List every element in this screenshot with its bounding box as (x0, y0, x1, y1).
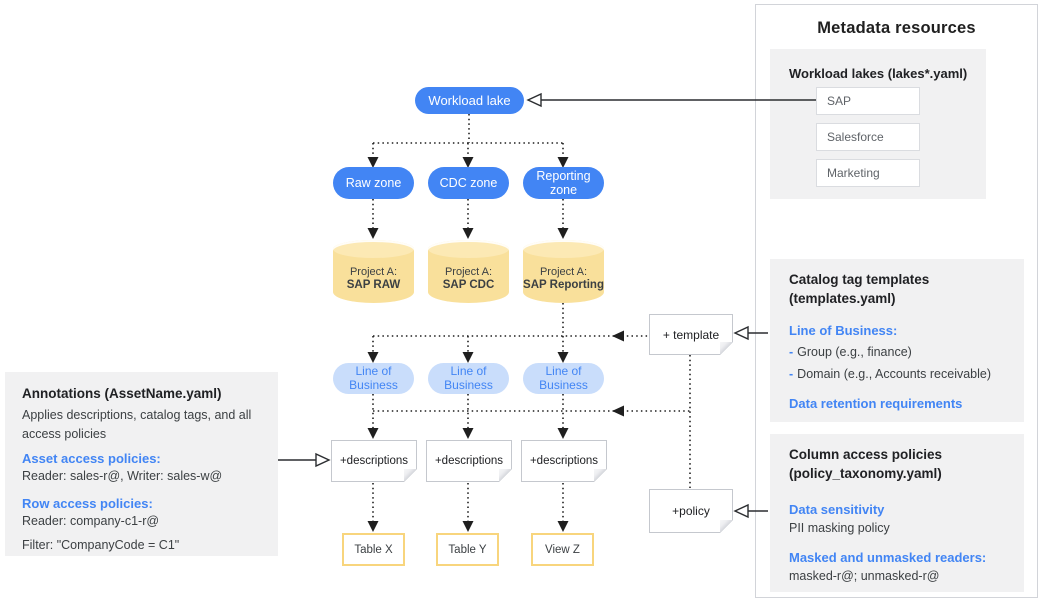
descriptions-note-2: +descriptions (426, 440, 512, 482)
table-y-node: Table Y (436, 533, 499, 566)
cylinder-top (428, 240, 509, 258)
project-label: Project A: SAP CDC (428, 254, 509, 303)
arrowhead (367, 352, 379, 363)
project-prefix: Project A: (349, 265, 398, 278)
arrowhead (367, 228, 379, 239)
arrowhead (557, 228, 569, 239)
catalog-templates-panel: Catalog tag templates (templates.yaml) L… (770, 259, 1024, 422)
open-arrowhead (315, 452, 331, 468)
descriptions-note-1: +descriptions (331, 440, 417, 482)
lob-node-1: Line of Business (333, 363, 414, 394)
bullet-dash: - (789, 345, 794, 359)
cylinder-body (333, 249, 414, 303)
project-name: SAP RAW (346, 278, 401, 291)
arrowhead (367, 521, 379, 532)
bullet-text: Domain (e.g., Accounts receivable) (797, 367, 992, 381)
cylinder-body (428, 249, 509, 303)
arrowhead (462, 428, 474, 439)
lake-item-salesforce: Salesforce (816, 123, 920, 151)
lob-bullet-domain: -Domain (e.g., Accounts receivable) (789, 367, 991, 381)
descriptions-note-3: +descriptions (521, 440, 607, 482)
column-policies-title: Column access policies (policy_taxonomy.… (789, 447, 943, 481)
lob-heading: Line of Business: (789, 323, 898, 338)
catalog-templates-title: Catalog tag templates (templates.yaml) (789, 272, 930, 306)
row-access-heading: Row access policies: (22, 496, 153, 511)
open-arrowhead (733, 503, 749, 519)
lob-node-3: Line of Business (523, 363, 604, 394)
cylinder-body (523, 249, 604, 303)
lob-bullet-group: -Group (e.g., finance) (789, 345, 912, 359)
cdc-zone-node: CDC zone (428, 167, 509, 199)
arrowhead (557, 352, 569, 363)
template-note: + template (649, 314, 733, 355)
data-retention-heading: Data retention requirements (789, 396, 963, 411)
metadata-resources-title: Metadata resources (817, 19, 976, 37)
policy-note: +policy (649, 489, 733, 533)
arrowhead-left (612, 405, 624, 417)
project-label: Project A: SAP RAW (333, 254, 414, 303)
masked-readers-value: masked-r@; unmasked-r@ (789, 569, 940, 583)
lob-node-2: Line of Business (428, 363, 509, 394)
workload-lake-node: Workload lake (415, 87, 524, 114)
project-sap-raw-cylinder: Project A: SAP RAW (333, 240, 414, 303)
table-x-node: Table X (342, 533, 405, 566)
bullet-text: Group (e.g., finance) (797, 345, 912, 359)
open-arrowhead (526, 92, 542, 108)
annotations-description: Applies descriptions, catalog tags, and … (22, 408, 252, 441)
filter-value: Filter: "CompanyCode = C1" (22, 538, 180, 552)
raw-zone-node: Raw zone (333, 167, 414, 199)
cylinder-top (333, 240, 414, 258)
project-label: Project A: SAP Reporting (523, 254, 604, 303)
arrowhead (462, 352, 474, 363)
project-name: SAP CDC (442, 278, 495, 291)
project-name: SAP Reporting (523, 278, 604, 291)
lake-item-sap: SAP (816, 87, 920, 115)
project-prefix: Project A: (444, 265, 493, 278)
cylinder-top (523, 240, 604, 258)
asset-access-value: Reader: sales-r@, Writer: sales-w@ (22, 469, 223, 483)
annotations-panel: Annotations (AssetName.yaml) Applies des… (5, 372, 278, 556)
metadata-resources-panel: Metadata resources Workload lakes (lakes… (755, 4, 1038, 598)
arrowhead (462, 228, 474, 239)
masked-readers-heading: Masked and unmasked readers: (789, 550, 987, 565)
open-arrowhead (733, 325, 749, 341)
row-access-value: Reader: company-c1-r@ (22, 514, 160, 528)
bullet-dash: - (789, 367, 794, 381)
column-access-policies-panel: Column access policies (policy_taxonomy.… (770, 434, 1024, 592)
data-sensitivity-heading: Data sensitivity (789, 502, 885, 517)
asset-access-heading: Asset access policies: (22, 451, 161, 466)
arrowhead (367, 428, 379, 439)
reporting-zone-node: Reporting zone (523, 167, 604, 199)
workload-lakes-title: Workload lakes (lakes*.yaml) (789, 66, 968, 81)
arrowhead (557, 521, 569, 532)
annotations-title: Annotations (AssetName.yaml) (22, 386, 222, 401)
view-z-node: View Z (531, 533, 594, 566)
project-sap-cdc-cylinder: Project A: SAP CDC (428, 240, 509, 303)
project-sap-reporting-cylinder: Project A: SAP Reporting (523, 240, 604, 303)
arrowhead-left (612, 330, 624, 342)
lake-item-marketing: Marketing (816, 159, 920, 187)
project-prefix: Project A: (539, 265, 588, 278)
arrowhead (557, 428, 569, 439)
arrowhead (462, 521, 474, 532)
data-sensitivity-value: PII masking policy (789, 521, 890, 535)
workload-lakes-panel: Workload lakes (lakes*.yaml) SAP Salesfo… (770, 49, 986, 199)
